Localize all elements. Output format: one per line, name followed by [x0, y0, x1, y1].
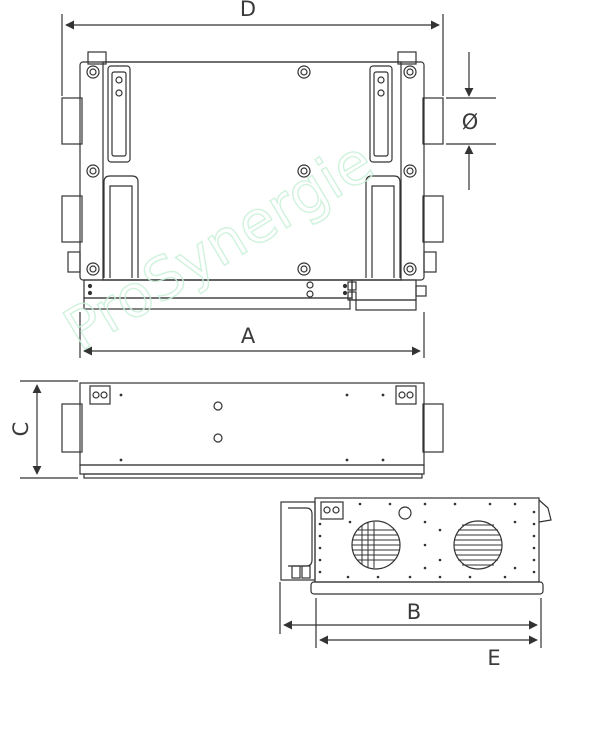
dimension-diameter: [446, 52, 496, 190]
front-view-base: [79, 464, 425, 475]
dimension-e-label: E: [487, 646, 500, 670]
mounting-tab-top-right: [397, 51, 417, 65]
front-mount-left: [89, 385, 111, 405]
side-connector-1: [291, 565, 301, 579]
left-duct-collar-upper: [61, 97, 83, 145]
front-view-dots: [119, 393, 385, 462]
right-rail-slot-inner: [373, 71, 389, 157]
dimension-a-label: A: [241, 324, 256, 348]
dimension-diameter-label: Ø: [462, 110, 479, 134]
front-mount-right: [395, 385, 417, 405]
dimension-b: [279, 582, 542, 648]
left-channel-inner: [109, 185, 133, 278]
fan-left-grille: [352, 522, 400, 568]
left-channel: [103, 175, 139, 278]
left-rail-slot-inner: [111, 71, 127, 157]
terminal-bottom: [347, 291, 357, 301]
mounting-tab-top-left: [87, 51, 107, 65]
mounting-tab-bottom-left: [67, 251, 81, 273]
side-view-body: [314, 497, 540, 583]
right-channel: [365, 175, 401, 278]
front-rail-lip: [83, 297, 351, 310]
front-left-collar: [61, 403, 83, 453]
mounting-tab-bottom-right: [423, 251, 437, 273]
dimension-d: [61, 14, 444, 96]
side-view: [280, 497, 552, 595]
front-right-collar: [422, 403, 444, 453]
dimension-e: [315, 598, 538, 648]
dimension-d-label: D: [240, 0, 256, 21]
terminal-top: [347, 281, 357, 291]
top-view-fixings: [86, 65, 417, 298]
side-view-dots: [318, 502, 536, 579]
right-channel-inner: [371, 185, 395, 278]
right-duct-collar-lower: [422, 195, 444, 243]
dimension-c: [20, 380, 78, 479]
side-connector-2: [301, 565, 311, 579]
right-rail-slot: [369, 65, 393, 163]
side-control-box-cover: [288, 507, 313, 567]
dimension-a: [79, 312, 425, 358]
side-mount: [320, 501, 344, 520]
dimension-b-label: B: [407, 600, 421, 624]
control-box: [351, 279, 417, 301]
top-view: [61, 51, 444, 311]
control-box-base: [355, 299, 417, 311]
control-box-connector: [415, 285, 427, 297]
front-view-body: [79, 382, 425, 466]
front-view: [61, 382, 444, 479]
dimension-c-label: C: [9, 422, 33, 437]
side-view-flange: [538, 499, 552, 523]
watermark-logo: ProSynergie: [52, 127, 384, 364]
right-duct-collar-upper: [422, 97, 444, 145]
side-view-base: [310, 581, 544, 595]
front-view-base-lip: [83, 473, 423, 479]
left-rail-slot: [107, 65, 131, 163]
left-duct-collar-lower: [61, 195, 83, 243]
fan-right-grille: [454, 524, 502, 566]
